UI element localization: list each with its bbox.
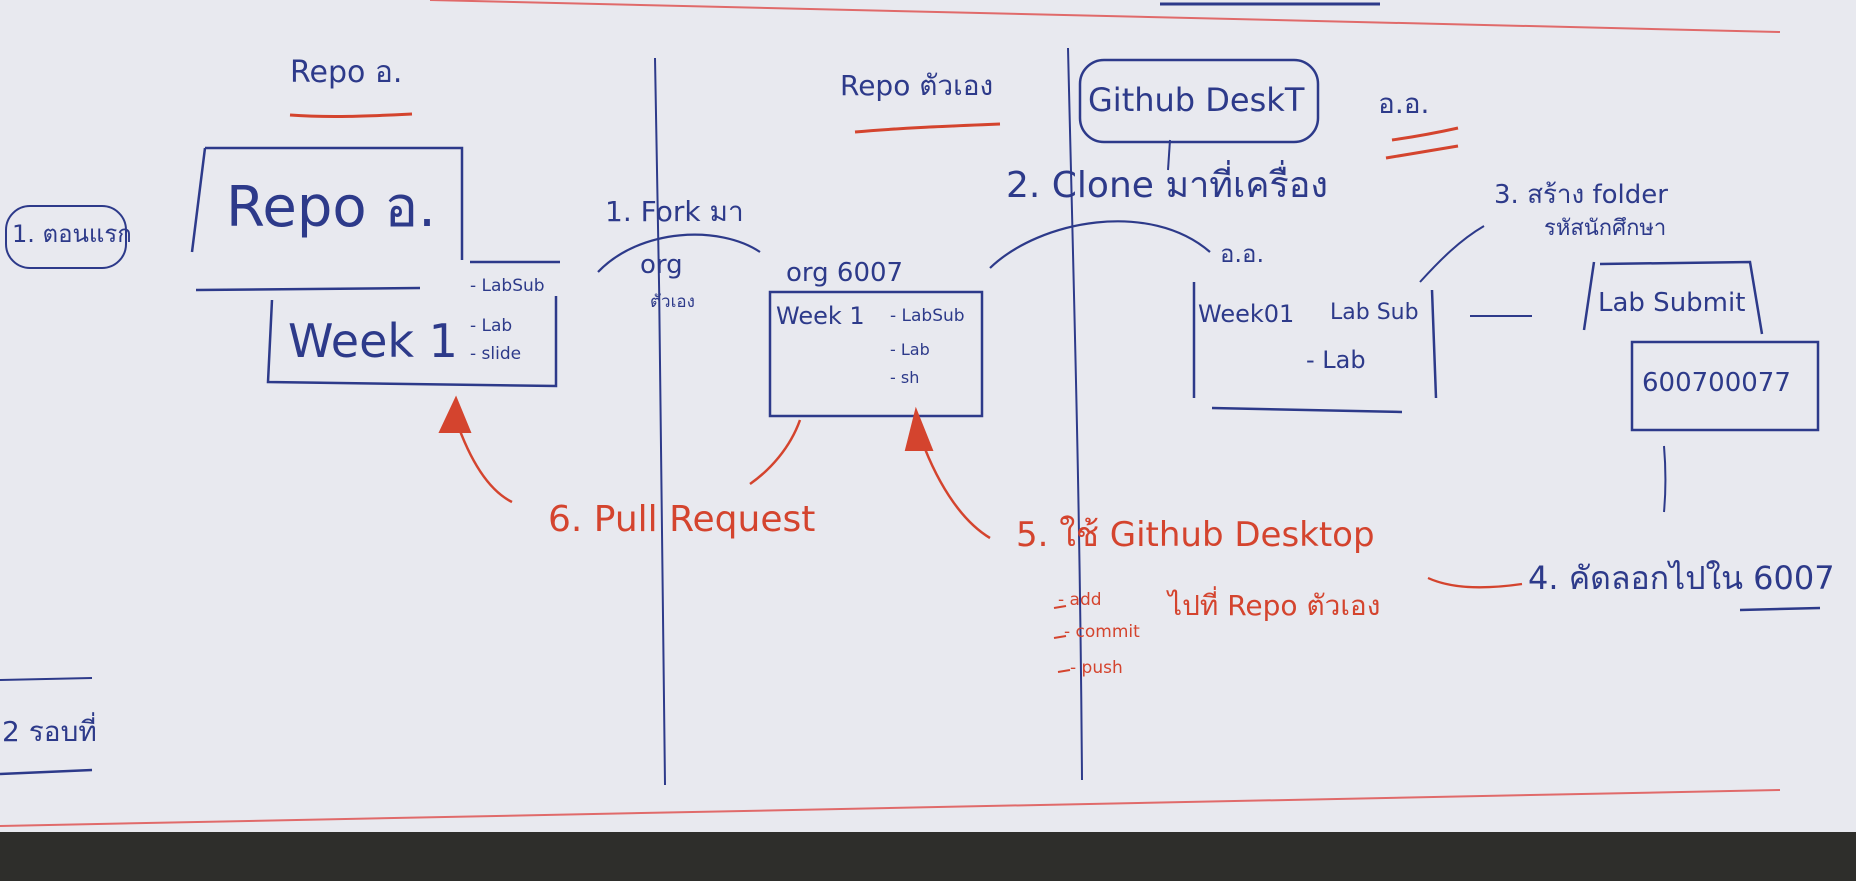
local-week-box xyxy=(1192,282,1438,414)
local-item-2: - Lab xyxy=(1306,346,1366,374)
to-repo-label: ไปที่ Repo ตัวเอง xyxy=(1168,589,1381,622)
pull-request-label: 6. Pull Request xyxy=(548,499,816,540)
bottom-left-label: 2 รอบที่ xyxy=(2,715,97,748)
right-header-underline-1 xyxy=(1391,126,1459,142)
copy-down-arrow xyxy=(1663,445,1667,513)
desktop-header: Github DeskT xyxy=(1088,81,1305,119)
bottom-shadow xyxy=(0,832,1856,881)
middle-item-3: - sh xyxy=(890,368,920,387)
desktop-actions-label: 5. ใช้ Github Desktop xyxy=(1016,515,1375,555)
clone-arrow xyxy=(989,220,1211,269)
folder-arrow xyxy=(1419,225,1485,283)
arrowhead-icon xyxy=(904,406,934,451)
divider-left xyxy=(654,57,666,786)
dash-add xyxy=(1053,605,1067,609)
fork-sub-2: ตัวเอง xyxy=(650,292,695,312)
folder-label-2: รหัสนักศึกษา xyxy=(1544,216,1667,241)
bottom-left-topline xyxy=(0,677,93,681)
side-label-box xyxy=(5,205,127,269)
desktop-sub-commit: - commit xyxy=(1064,622,1140,642)
top-red-rule xyxy=(429,0,1781,33)
divider-right xyxy=(1067,47,1083,781)
copy-to-commit-arrow xyxy=(1427,576,1523,589)
fork-arrow xyxy=(597,233,761,273)
copy-label: 4. คัดลอกไปใน 6007 xyxy=(1528,559,1835,597)
left-item-3: - slide xyxy=(470,344,522,364)
lab-submit-box xyxy=(1582,260,1764,335)
middle-item-2: - Lab xyxy=(890,340,930,359)
dash-push xyxy=(1057,669,1071,673)
left-item-2: - Lab xyxy=(470,316,513,336)
fork-label: 1. Fork มา xyxy=(605,195,744,228)
lab-submit-label: Lab Submit xyxy=(1598,288,1746,318)
desktop-sub-add: - add xyxy=(1058,590,1102,610)
bottom-left-underline xyxy=(0,768,93,776)
left-header: Repo อ. xyxy=(290,55,403,90)
repo-title: Repo อ. xyxy=(226,175,436,240)
middle-week: Week 1 xyxy=(776,302,865,330)
arrowhead-icon xyxy=(438,395,472,433)
middle-header: Repo ตัวเอง xyxy=(840,69,994,102)
bottom-red-rule xyxy=(0,789,1781,827)
local-week: Week01 xyxy=(1198,300,1295,328)
right-header-underline-2 xyxy=(1385,144,1459,160)
step4-underline xyxy=(1739,606,1821,612)
left-header-underline xyxy=(289,112,413,119)
left-week-box xyxy=(266,260,560,388)
pull-request-tail xyxy=(749,419,802,486)
repo-box xyxy=(190,146,464,292)
org-label: org 6007 xyxy=(786,258,904,288)
middle-week-box xyxy=(768,290,984,418)
student-id: 600700077 xyxy=(1642,368,1791,398)
desktop-connector xyxy=(1167,139,1171,171)
fork-sub-1: org xyxy=(640,250,683,280)
middle-item-1: - LabSub xyxy=(890,306,965,326)
right-header: อ.อ. xyxy=(1378,87,1430,120)
local-label: อ.อ. xyxy=(1220,240,1265,268)
left-week: Week 1 xyxy=(288,314,458,368)
left-item-1: - LabSub xyxy=(470,276,545,296)
github-desktop-box xyxy=(1078,58,1320,144)
folder-label-1: 3. สร้าง folder xyxy=(1494,180,1668,210)
middle-header-underline xyxy=(854,122,1001,134)
side-label: 1. ตอนแรก xyxy=(12,220,132,248)
desktop-sub-push: - push xyxy=(1070,658,1123,678)
local-item-1: Lab Sub xyxy=(1330,300,1419,325)
dash-commit xyxy=(1053,635,1067,639)
student-folder-box xyxy=(1630,340,1820,432)
clone-label: 2. Clone มาที่เครื่อง xyxy=(1006,165,1328,206)
